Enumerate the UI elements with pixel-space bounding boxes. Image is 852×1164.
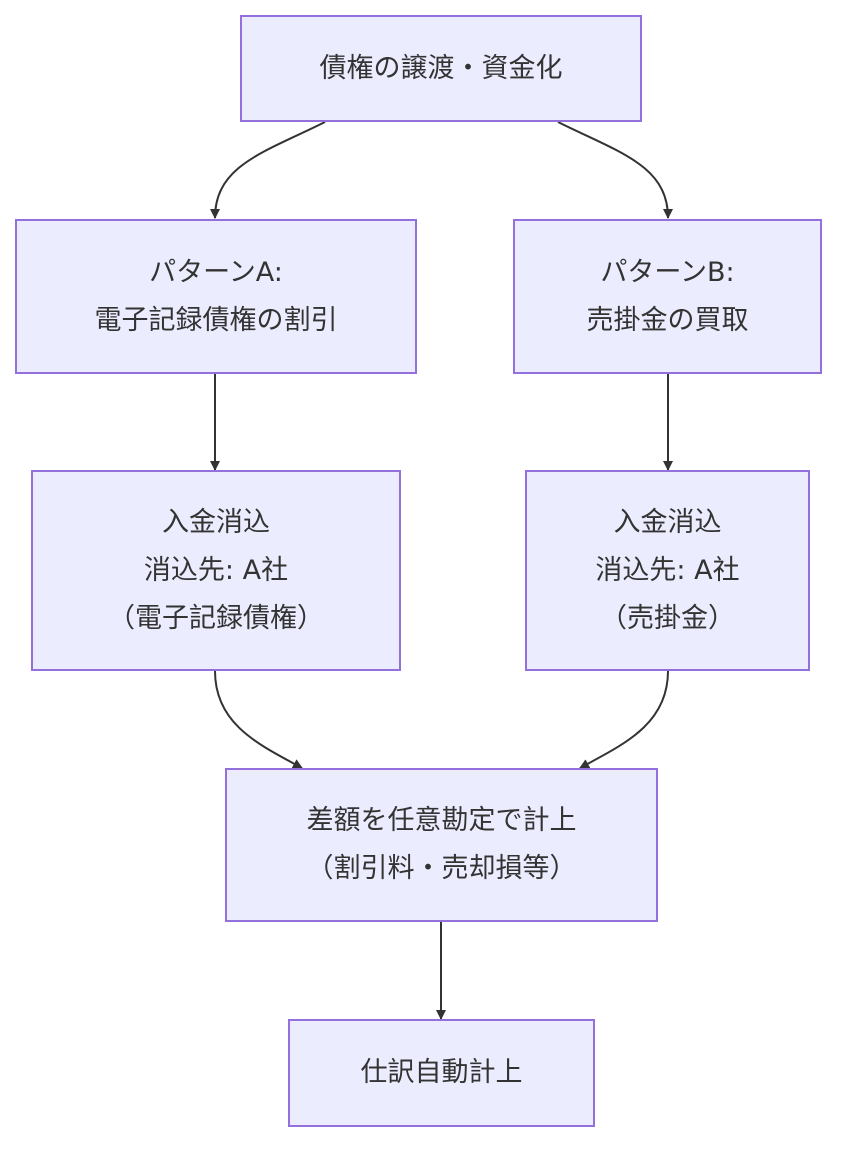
node-clear-b-line-3: （売掛金）	[600, 602, 735, 634]
node-difference-line-1: 差額を任意勘定で計上	[306, 805, 577, 836]
node-pattern-b-line-2: 売掛金の買取	[586, 304, 749, 336]
edge-root-to-pattern-b	[557, 121, 673, 219]
node-auto-journal-line-1: 仕訳自動計上	[360, 1057, 523, 1088]
node-clear-b: 入金消込 消込先: A社 （売掛金）	[525, 470, 810, 671]
node-auto-journal: 仕訳自動計上	[288, 1019, 595, 1127]
node-clear-a-line-1: 入金消込	[162, 506, 270, 538]
node-clear-a: 入金消込 消込先: A社 （電子記録債権）	[31, 470, 401, 671]
node-difference-line-2: （割引料・売却損等）	[306, 853, 577, 884]
edge-root-to-pattern-a	[210, 121, 326, 219]
node-pattern-b: パターンB: 売掛金の買取	[513, 219, 822, 374]
edge-clear-b-to-difference	[579, 670, 669, 769]
node-pattern-b-line-1: パターンB:	[600, 256, 735, 288]
node-pattern-a-line-1: パターンA:	[149, 256, 283, 288]
node-pattern-a-line-2: 電子記録債権の割引	[94, 304, 338, 336]
node-clear-b-line-2: 消込先: A社	[595, 554, 740, 586]
node-root: 債権の譲渡・資金化	[240, 15, 642, 122]
node-root-line-1: 債権の譲渡・資金化	[319, 52, 563, 84]
edge-clear-a-to-difference	[214, 670, 303, 769]
node-clear-a-line-2: 消込先: A社	[143, 554, 289, 586]
node-clear-b-line-1: 入金消込	[613, 506, 722, 538]
node-difference: 差額を任意勘定で計上 （割引料・売却損等）	[225, 768, 658, 922]
node-clear-a-line-3: （電子記録債権）	[108, 602, 324, 634]
node-pattern-a: パターンA: 電子記録債権の割引	[15, 219, 417, 374]
